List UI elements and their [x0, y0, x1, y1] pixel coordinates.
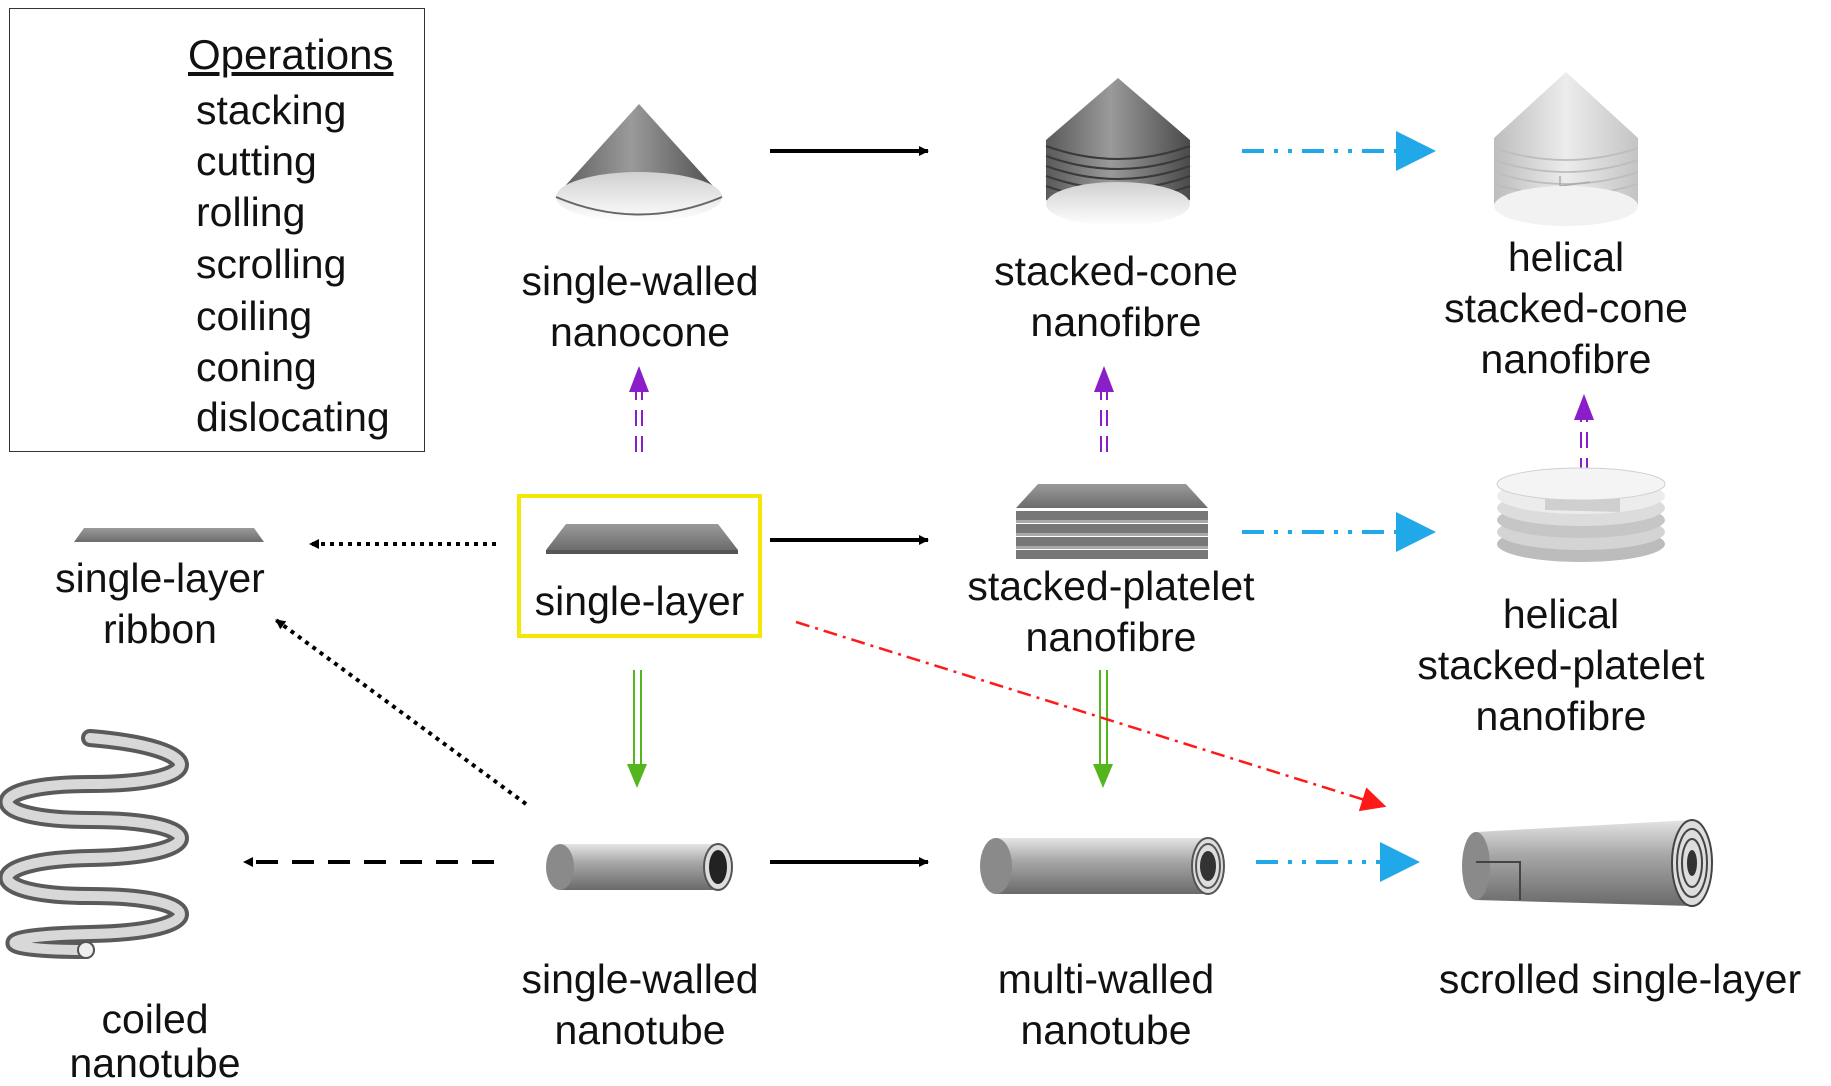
- helical-cone-icon: [1493, 72, 1639, 226]
- legend-label-dislocating: dislocating: [196, 394, 390, 440]
- legend-label-coning: coning: [196, 344, 317, 390]
- legend-label-scrolling: scrolling: [196, 241, 347, 287]
- arrow-scrolling: [795, 620, 1387, 812]
- legend-panel: Operations stacking cutting rolling scro…: [9, 8, 425, 452]
- label-scrolled-single-layer: scrolled single-layer: [1438, 956, 1802, 1002]
- legend-label-coiling: coiling: [196, 293, 313, 339]
- single-layer-sheet-icon: [546, 524, 738, 554]
- helical-platelet-icon: [1496, 467, 1666, 562]
- legend-title: Operations: [188, 31, 394, 78]
- legend-label-stacking: stacking: [196, 87, 347, 133]
- stacked-cone-icon: [1045, 78, 1191, 226]
- single-walled-nanotube-icon: [546, 843, 733, 891]
- ribbon-icon: [74, 528, 264, 542]
- single-walled-nanocone-icon: [555, 104, 723, 222]
- legend-label-rolling: rolling: [196, 189, 306, 235]
- arrow-rolling-multi: [1093, 670, 1113, 788]
- arrow-cutting-tube-ribbon: [274, 618, 528, 806]
- scrolled-layer-icon: [1462, 819, 1713, 907]
- legend-label-cutting: cutting: [196, 138, 317, 184]
- arrow-coning-cone: [629, 366, 649, 452]
- label-single-layer: single-layer: [534, 578, 745, 624]
- operation-arrows: [243, 131, 1594, 882]
- coiled-nanotube-icon: [0, 729, 189, 959]
- highlight-box: [517, 494, 762, 638]
- arrow-coning-stacked: [1094, 366, 1114, 452]
- stacked-platelet-icon: [1016, 484, 1208, 559]
- multi-walled-nanotube-icon: [980, 837, 1225, 895]
- arrow-rolling-tube: [627, 670, 647, 788]
- arrow-coning-helical: [1574, 394, 1594, 474]
